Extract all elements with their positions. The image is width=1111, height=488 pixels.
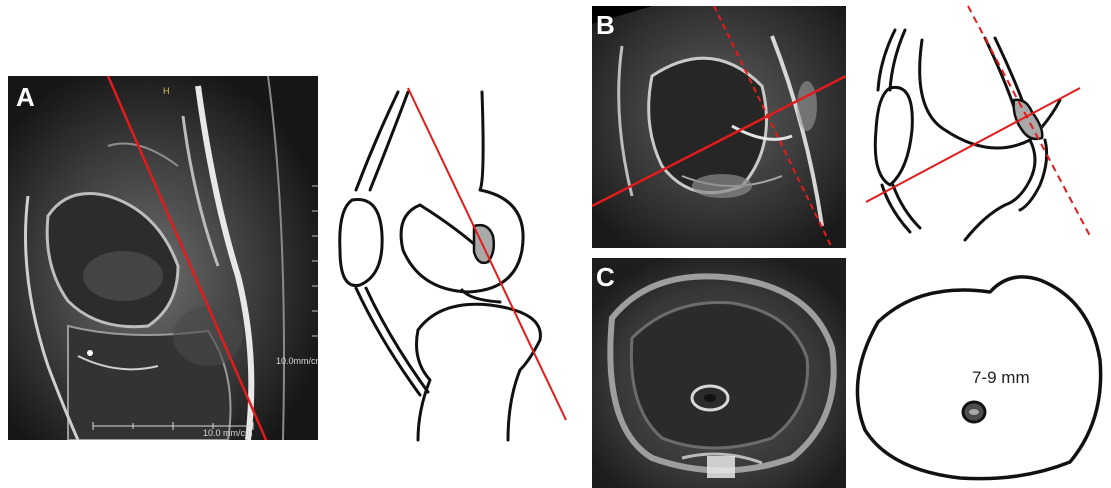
orientation-marker: H: [163, 86, 170, 96]
sketch-b-solid-line: [866, 88, 1080, 202]
mri-a-image: [8, 76, 318, 440]
scale-label-bottom: 10.0 mm/cm: [203, 428, 253, 438]
scale-label-right: 10.0mm/cm: [276, 356, 318, 366]
mri-b-image: [592, 6, 846, 248]
graft-axial: [963, 402, 985, 422]
mri-c-image: [592, 258, 846, 488]
mri-panel-c-axial: C: [592, 258, 846, 488]
mri-panel-a-sagittal: A H 10.0mm/cm 10.0 mm/cm: [8, 76, 318, 440]
sketch-b-dashed-line: [968, 6, 1090, 236]
mri-panel-b-oblique: B: [592, 6, 846, 248]
panel-label-a: A: [16, 84, 35, 110]
panel-label-c: C: [596, 264, 615, 290]
panel-label-b: B: [596, 12, 615, 38]
graft-diameter-label: 7-9 mm: [972, 368, 1030, 388]
graft-oblique: [1014, 100, 1043, 139]
graft-sagittal: [474, 225, 494, 263]
sketch-a-cut-line: [408, 88, 566, 420]
